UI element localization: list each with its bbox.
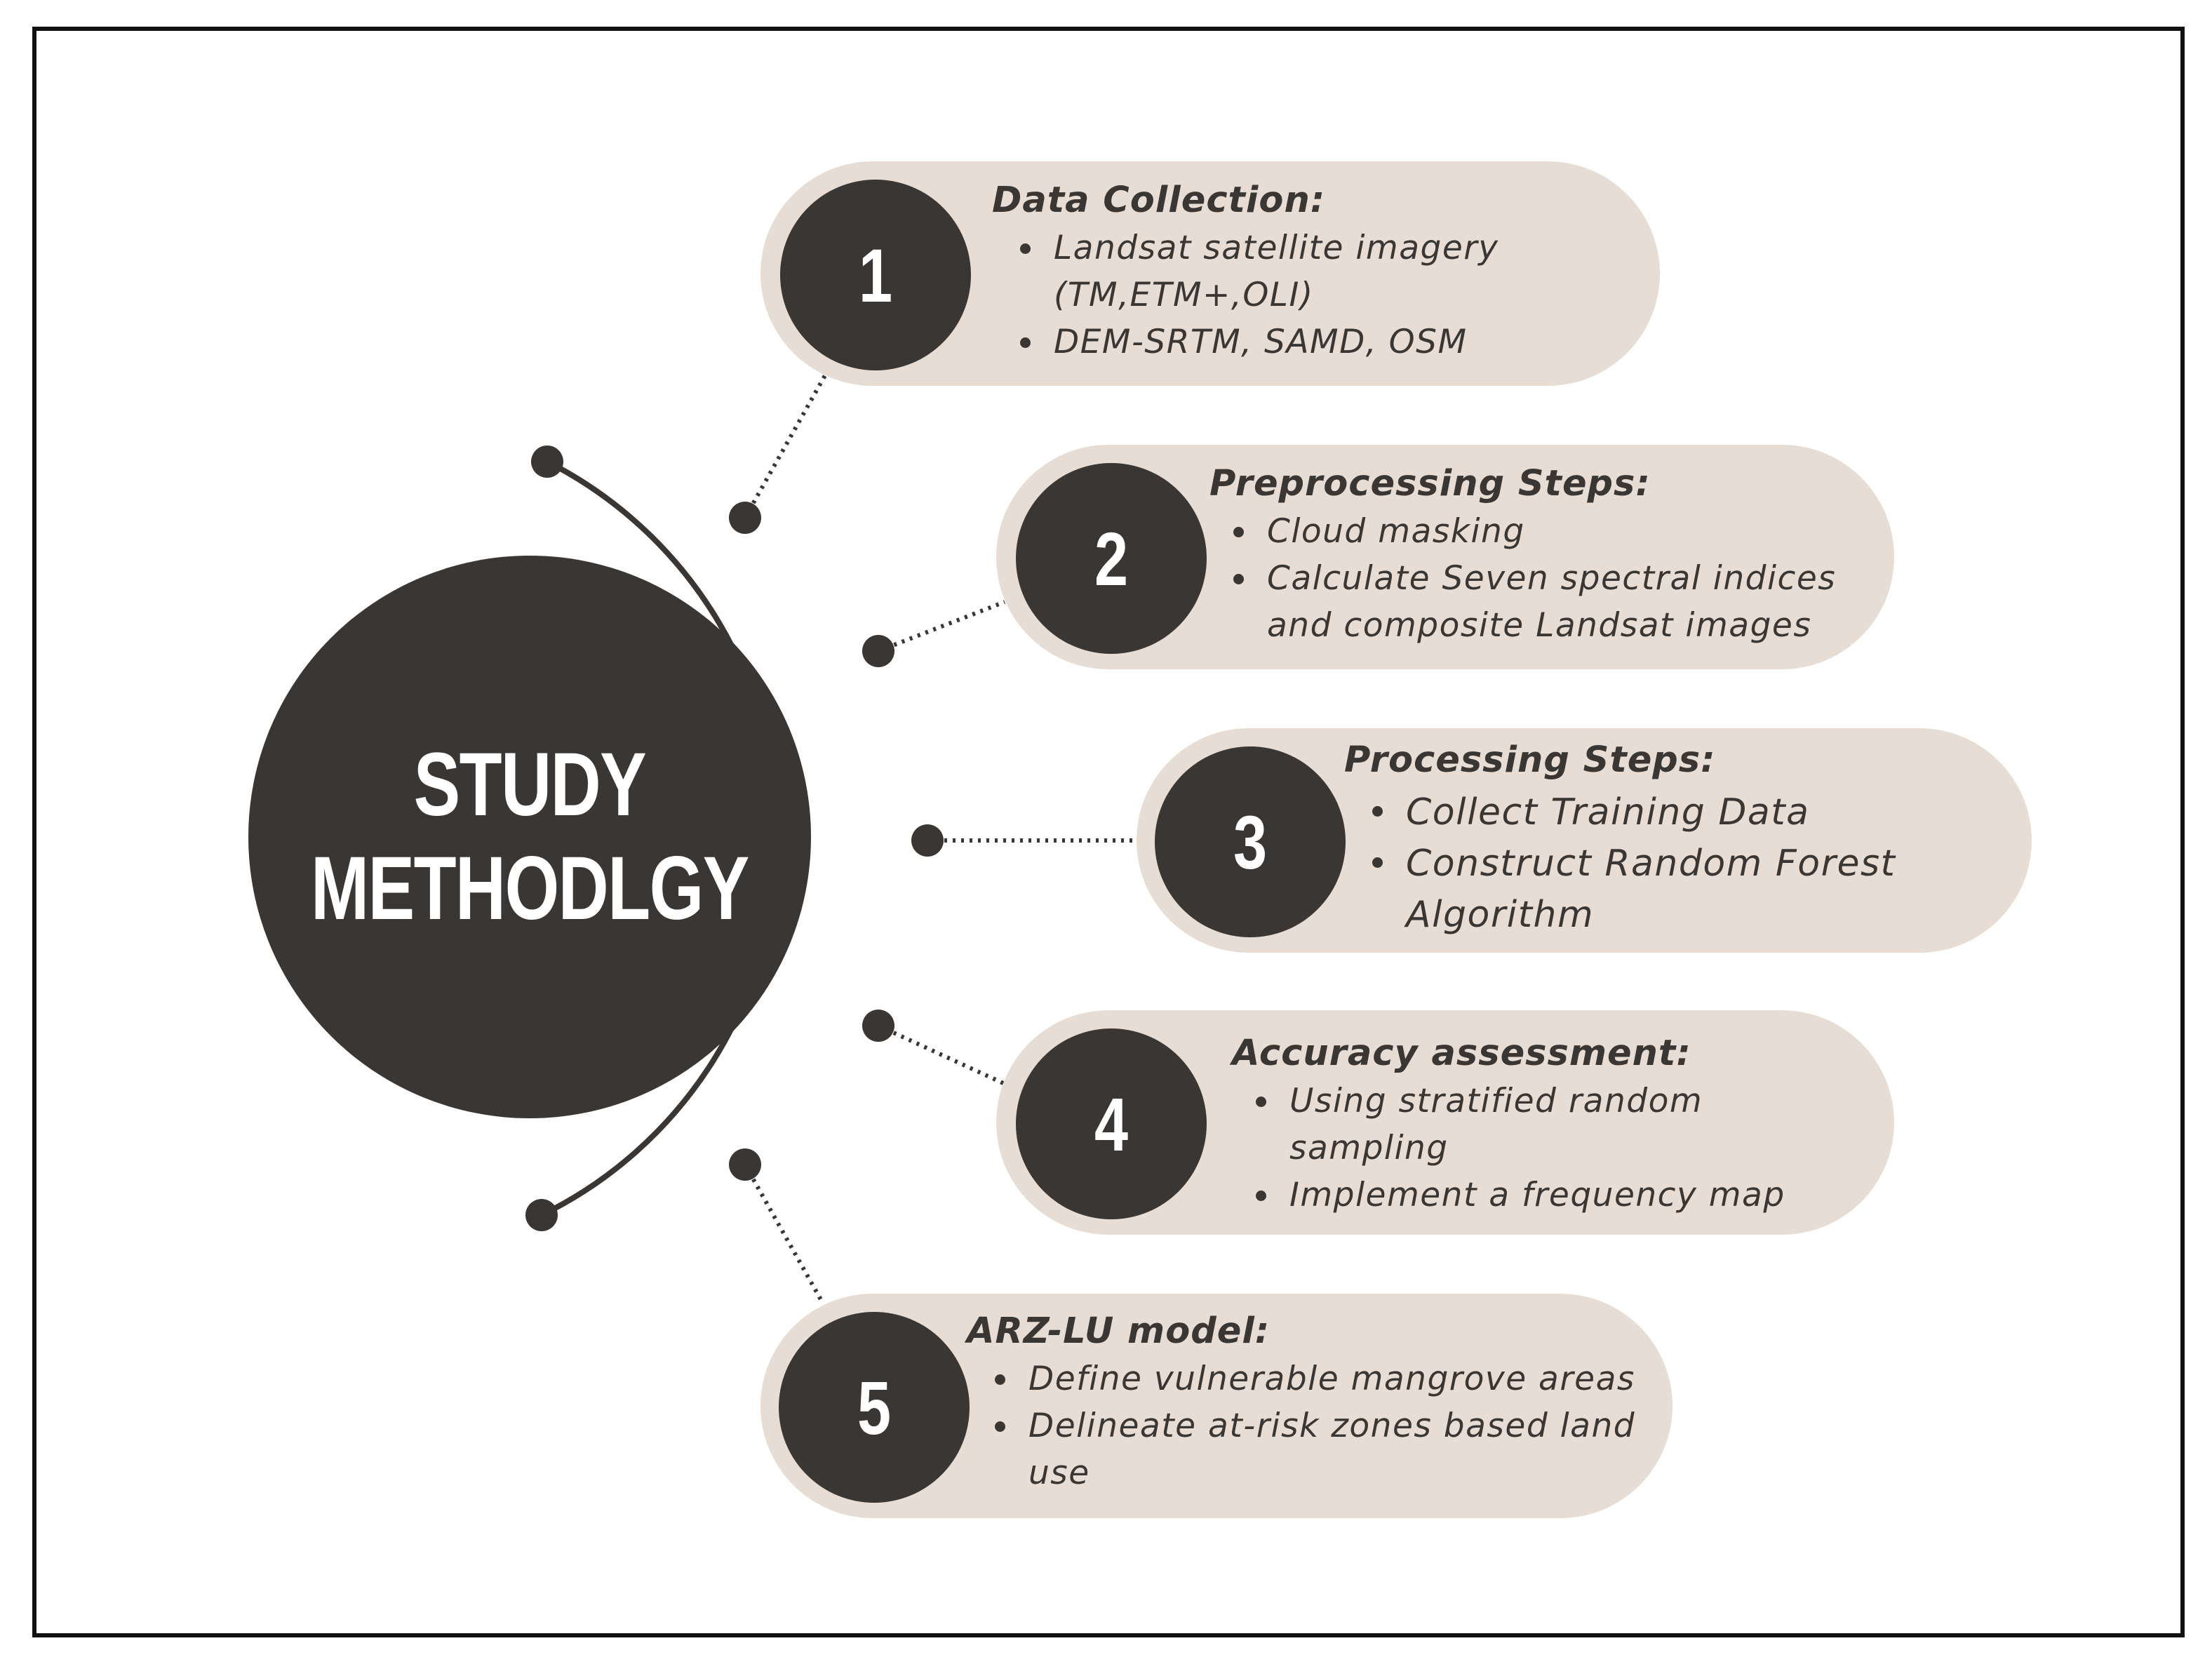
- step-3-number: 3: [1233, 799, 1268, 885]
- arc-end-node-bottom: [525, 1199, 558, 1231]
- step-5-title: ARZ-LU model:: [967, 1311, 1271, 1352]
- step-3-bullets: Collect Training Data Construct Random F…: [1344, 787, 1896, 941]
- arc-end-node-top: [531, 445, 563, 478]
- step-1-text: Data Collection: Landsat satellite image…: [992, 177, 1499, 366]
- step-2-bullets: Cloud masking Calculate Seven spectral i…: [1209, 508, 1836, 649]
- step-5-bullet-2: Delineate at-risk zones based land: [995, 1402, 1635, 1449]
- step-1-number: 1: [858, 232, 893, 318]
- step-1-bullet-2: DEM-SRTM, SAMD, OSM: [1020, 319, 1499, 366]
- step-4-text: Accuracy assessment: Using stratified ra…: [1232, 1030, 1785, 1219]
- step-4-number: 4: [1094, 1081, 1129, 1167]
- step-3-bullet-2: Construct Random Forest: [1372, 838, 1896, 890]
- step-3-text: Processing Steps: Collect Training Data …: [1344, 737, 1896, 941]
- step-3-title: Processing Steps:: [1344, 739, 1716, 781]
- step-4-pill: 4 Accuracy assessment: Using stratified …: [996, 1010, 1894, 1235]
- step-4-title: Accuracy assessment:: [1232, 1033, 1691, 1074]
- arc-node-4: [862, 1010, 894, 1042]
- step-2-bullet-2-cont: and composite Landsat images: [1267, 606, 1812, 645]
- connector-line-2: [877, 600, 1006, 653]
- arc-node-2: [862, 635, 894, 667]
- step-5-bullet-1: Define vulnerable mangrove areas: [995, 1355, 1635, 1402]
- connector-line-1: [743, 369, 830, 519]
- step-1-pill: 1 Data Collection: Landsat satellite ima…: [760, 161, 1660, 386]
- step-2-text: Preprocessing Steps: Cloud masking Calcu…: [1209, 460, 1836, 649]
- connector-line-5: [743, 1163, 824, 1303]
- step-1-title: Data Collection:: [992, 180, 1326, 221]
- step-3-bullet-1: Collect Training Data: [1372, 787, 1896, 838]
- step-5-number-circle: 5: [779, 1312, 970, 1503]
- step-1-bullets: Landsat satellite imagery (TM,ETM+,OLI) …: [992, 224, 1499, 366]
- step-2-title: Preprocessing Steps:: [1209, 463, 1651, 504]
- step-4-bullet-1: Using stratified random: [1256, 1078, 1785, 1125]
- step-4-bullet-2: Implement a frequency map: [1256, 1172, 1785, 1219]
- step-2-bullet-1: Cloud masking: [1233, 508, 1836, 555]
- step-4-bullets: Using stratified random sampling Impleme…: [1232, 1078, 1785, 1219]
- step-1-bullet-1: Landsat satellite imagery: [1020, 224, 1499, 272]
- step-3-bullet-2-cont: Algorithm: [1406, 894, 1595, 936]
- arc-node-5: [729, 1148, 761, 1181]
- center-title-line-1: STUDY: [413, 735, 647, 835]
- step-5-number: 5: [857, 1365, 892, 1450]
- step-2-number: 2: [1094, 516, 1129, 601]
- step-4-number-circle: 4: [1016, 1028, 1207, 1219]
- connector-line-4: [877, 1024, 1005, 1085]
- step-2-number-circle: 2: [1016, 463, 1207, 654]
- step-2-pill: 2 Preprocessing Steps: Cloud masking Cal…: [996, 445, 1894, 669]
- step-4-bullet-1-cont: sampling: [1289, 1129, 1449, 1167]
- step-1-bullet-1-cont: (TM,ETM+,OLI): [1054, 276, 1314, 314]
- step-5-bullet-2-cont: use: [1028, 1454, 1090, 1492]
- step-5-bullets: Define vulnerable mangrove areas Delinea…: [967, 1355, 1635, 1496]
- step-5-text: ARZ-LU model: Define vulnerable mangrove…: [967, 1308, 1635, 1496]
- arc-node-3: [911, 824, 944, 857]
- center-title-line-2: METHODLGY: [311, 838, 749, 939]
- center-circle: STUDY METHODLGY: [248, 556, 811, 1118]
- step-3-pill: 3 Processing Steps: Collect Training Dat…: [1137, 728, 2032, 953]
- arc-node-1: [729, 502, 761, 534]
- step-1-number-circle: 1: [780, 180, 971, 370]
- step-5-pill: 5 ARZ-LU model: Define vulnerable mangro…: [760, 1294, 1673, 1518]
- step-2-bullet-2: Calculate Seven spectral indices: [1233, 555, 1836, 602]
- step-3-number-circle: 3: [1155, 746, 1346, 937]
